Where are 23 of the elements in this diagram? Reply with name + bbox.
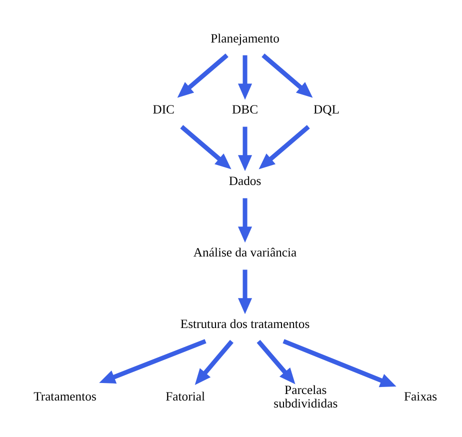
node-text: Faixas [404,390,438,404]
arrow [238,55,252,100]
node-text: DBC [232,102,258,117]
node-text: DIC [152,102,174,117]
node-text: DQL [313,102,340,117]
arrow [238,198,252,243]
node-text: Dados [228,174,262,188]
node-text: Estrutura dos tratamentos [180,317,310,332]
arrow [238,126,252,172]
arrow [180,125,232,170]
node-text: Fatorial [166,390,205,404]
node-text: Análise da variância [193,246,297,260]
node-text: Parcelas subdivididas [274,382,338,410]
arrow [194,340,234,385]
node-text: Planejamento [210,31,280,46]
arrow [258,125,310,170]
arrow [99,339,206,384]
arrow [262,54,313,98]
arrow [238,270,252,314]
node-text: Tratamentos [34,390,96,404]
arrow [256,340,296,384]
arrow [282,339,396,388]
arrow [177,54,228,98]
